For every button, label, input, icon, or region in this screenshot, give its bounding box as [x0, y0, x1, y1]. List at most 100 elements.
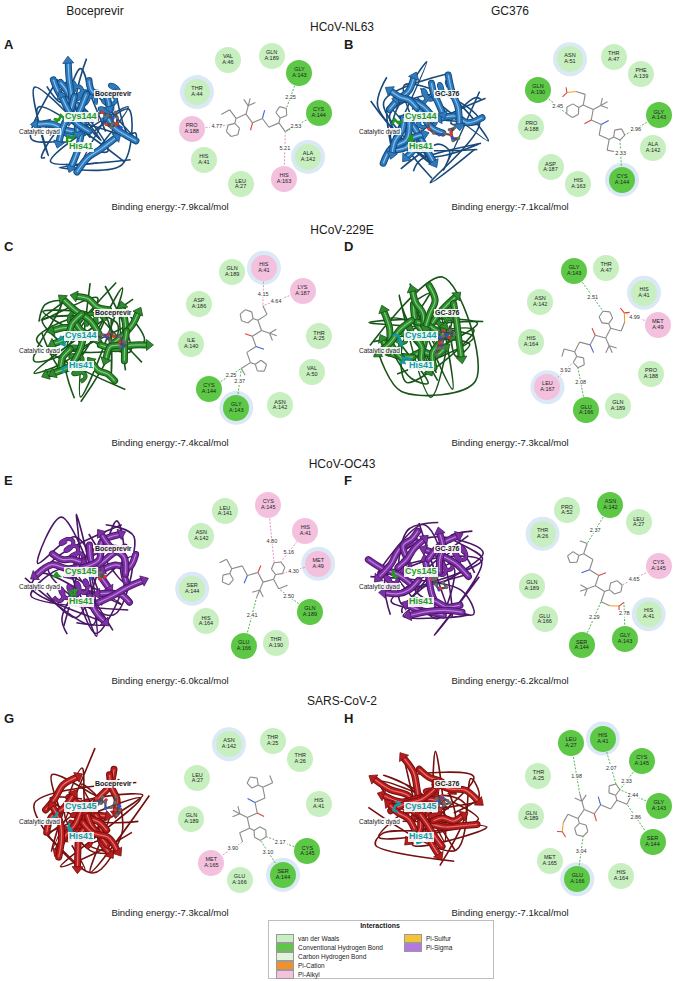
strand-outline	[52, 554, 81, 562]
ligand-sticks	[58, 330, 127, 373]
ligand-2d	[568, 541, 624, 612]
ligand-bond	[617, 800, 627, 804]
catalytic-residue	[408, 135, 413, 142]
ligand-bond	[608, 786, 609, 793]
surface-halo	[553, 42, 587, 76]
residue-circle: GLU A:166	[231, 633, 257, 659]
residue-name: HIS A:164	[522, 336, 540, 348]
ligand-bond	[241, 363, 250, 369]
residue-circle: ASP A:187	[538, 154, 564, 180]
strand-outline	[102, 535, 126, 574]
ligand-atom	[98, 577, 101, 580]
ligand-label: Boceprevir	[94, 780, 133, 788]
strand-arrowhead	[409, 72, 419, 81]
interaction-line	[558, 363, 574, 378]
distance-label: 3.92	[559, 367, 572, 373]
ligand-atom	[99, 801, 102, 804]
coil-loop	[377, 537, 483, 583]
legend-entry: Pi-Sigma	[404, 942, 452, 952]
beta-strand	[398, 540, 423, 567]
ligand-bond	[578, 810, 584, 819]
ligand-atom	[98, 571, 101, 574]
row-heading: HCoV-229E	[310, 224, 373, 237]
ligand-bond	[233, 810, 240, 813]
residue-label: His41	[408, 597, 434, 607]
ligand-atom	[442, 334, 445, 337]
ligand-atom	[104, 123, 107, 126]
ligand-bond	[566, 107, 567, 114]
coil-loop	[34, 299, 133, 373]
ligand-bond	[562, 93, 566, 97]
ligand-bond	[573, 552, 579, 556]
strand-arrowhead	[437, 110, 447, 119]
ligand-atom	[439, 587, 442, 590]
ligand-bond	[580, 794, 582, 801]
ligand-bond	[578, 818, 579, 823]
ligand-atom	[438, 335, 441, 338]
protein-ribbon	[25, 514, 148, 636]
panel-letter: F	[343, 474, 353, 488]
strand-arrowhead	[57, 91, 67, 100]
ligand-bond	[271, 563, 274, 569]
ligand-bond	[265, 830, 266, 837]
ligand-bond	[262, 330, 270, 333]
strand-arrowhead	[407, 285, 418, 293]
residue-name: GLN A:189	[301, 606, 319, 618]
legend-entry: Pi-Alkyl	[276, 969, 320, 979]
ligand-atom	[435, 797, 438, 800]
distance-label: 2.07	[605, 765, 618, 771]
strand-arrowhead	[403, 153, 412, 162]
ligand-bond	[222, 575, 224, 582]
ligand-bond	[621, 322, 624, 331]
ligand-bond	[572, 114, 578, 117]
ligand-bond	[592, 328, 595, 335]
ligand-bond	[594, 814, 596, 821]
distance-label: 2.45	[551, 103, 564, 109]
catalytic-residue	[392, 119, 403, 123]
strand-arrowhead	[31, 571, 40, 580]
ligand-bond	[252, 785, 258, 788]
strand-arrowhead	[70, 291, 78, 302]
ligand-bond	[584, 554, 593, 560]
residue-circle: GLN A:189	[219, 259, 245, 285]
distance-label: 2.25	[225, 372, 238, 378]
panel-letter: E	[3, 474, 14, 488]
ligand-bond	[276, 107, 280, 113]
ligand-sticks	[42, 795, 122, 832]
residue-circle: GLU A:166	[227, 867, 253, 893]
ligand-atom	[114, 110, 117, 113]
interaction-line	[625, 122, 647, 135]
residue-name: ALA A:142	[644, 142, 662, 154]
residue-circle: ASN A:142	[267, 392, 293, 418]
ligand-bond	[252, 118, 262, 122]
coil-loop	[71, 525, 135, 634]
distance-label: 2.37	[589, 527, 602, 533]
residue-circle: PRO A:188	[518, 114, 544, 140]
residue-circle: PHE A:139	[628, 61, 654, 87]
ligand-bond	[580, 585, 587, 589]
residue-circle: ASN A:142	[527, 289, 553, 315]
residue-circle: HIS A:163	[271, 166, 297, 192]
beta-strand	[102, 535, 126, 574]
strand-arrowhead	[105, 849, 114, 858]
ligand-bond	[589, 559, 592, 569]
ligand-bond	[578, 107, 579, 114]
interaction-line	[620, 772, 633, 790]
strand-arrowhead	[101, 357, 111, 365]
ligand-bond	[270, 776, 273, 783]
distance-label: 4.99	[628, 314, 641, 320]
panel-letter: G	[3, 712, 15, 726]
residue-circle: GLY A:143	[646, 102, 672, 128]
residue-name: LYS A:187	[294, 285, 312, 297]
ligand-atom	[115, 814, 118, 817]
ligand-bond	[614, 137, 620, 140]
ligand-bond	[247, 777, 250, 783]
residue-circle: VAL A:46	[215, 47, 241, 73]
residue-circle: THR A:190	[263, 630, 289, 656]
residue-name: ASP A:186	[190, 298, 208, 310]
strand-arrowhead	[117, 529, 126, 539]
residue-circle: GLU A:166	[573, 397, 599, 423]
ligand-bond	[270, 333, 277, 335]
ligand-2d	[240, 306, 277, 375]
residue-name: CYS A:144	[310, 107, 328, 119]
